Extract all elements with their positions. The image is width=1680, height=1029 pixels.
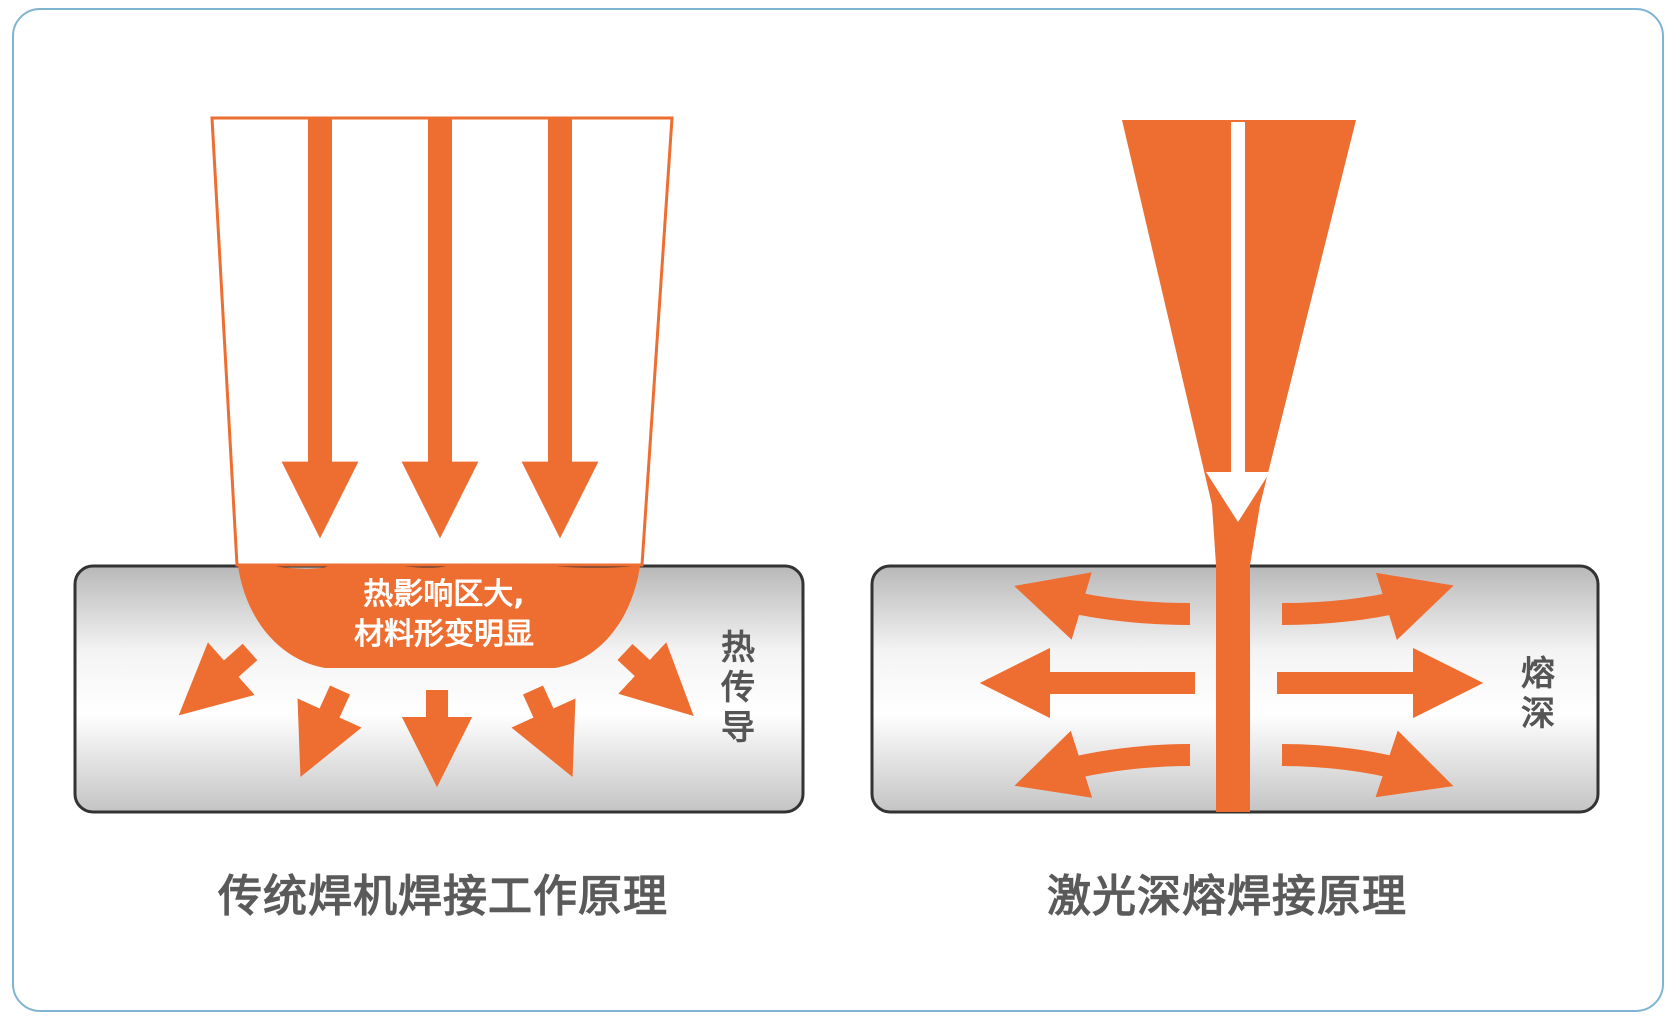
melt-flow-arrow (1281, 572, 1454, 641)
traditional-welding-caption: 传统焊机焊接工作原理 (218, 871, 668, 922)
heat-conduction-label: 热传导 (721, 628, 755, 748)
melt-flow-arrows (979, 572, 1484, 798)
melt-flow-arrow (1014, 730, 1191, 798)
heat-conduction-arrow (511, 685, 576, 778)
heat-conduction-arrow (617, 642, 694, 716)
heat-conduction-arrows (178, 642, 694, 788)
heat-zone-label-line2: 材料形变明显 (354, 617, 534, 652)
heat-affected-zone (238, 563, 640, 668)
traditional-welding-diagram (73, 116, 805, 814)
heat-input-arrows (281, 118, 599, 539)
laser-welding-caption: 激光深熔焊接原理 (1047, 871, 1407, 922)
melt-flow-arrow (1281, 730, 1454, 798)
heat-zone-label: 热影响区大, 材料形变明显 (330, 575, 558, 655)
heat-conduction-arrow (297, 685, 362, 778)
laser-welding-diagram (870, 120, 1600, 814)
laser-direction-arrow (1206, 122, 1270, 522)
penetration-depth-label: 熔深 (1521, 654, 1555, 734)
melt-flow-arrow (1014, 572, 1191, 640)
heat-zone-label-line1: 热影响区大, (363, 577, 525, 612)
heat-conduction-arrow (178, 642, 258, 716)
